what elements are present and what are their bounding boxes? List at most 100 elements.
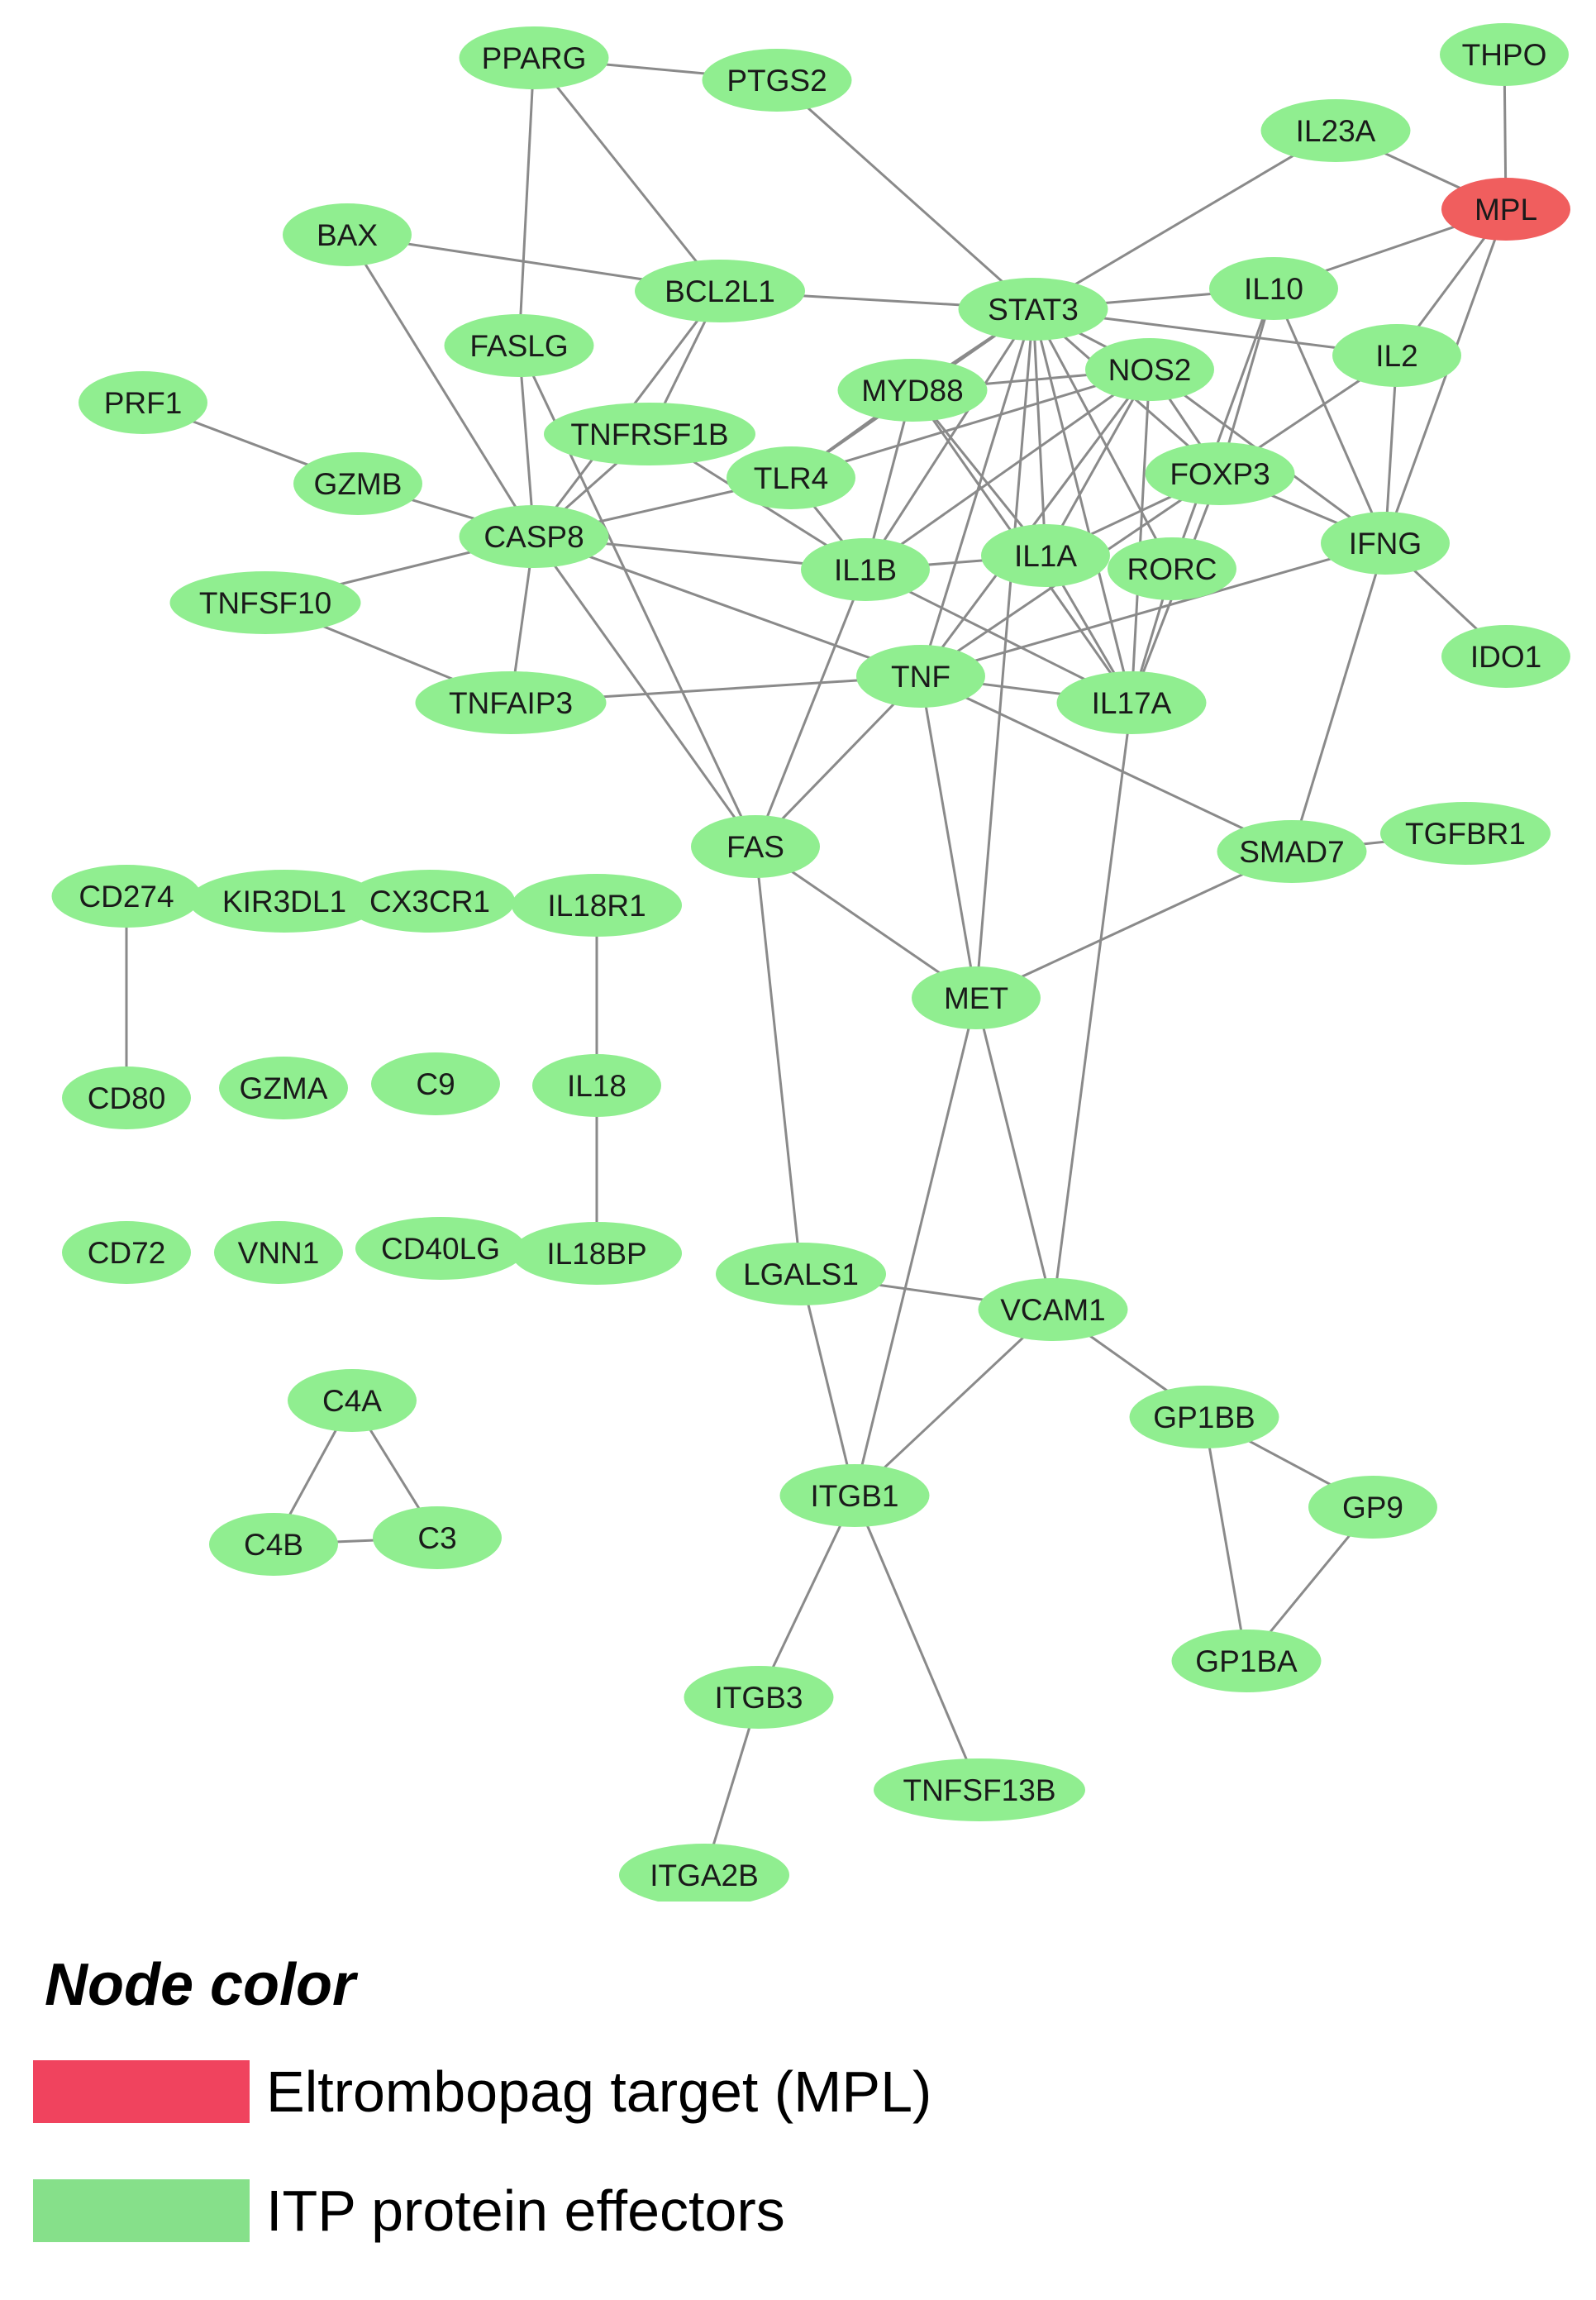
node-shape-myd88[interactable] xyxy=(837,359,988,422)
node-il18r1[interactable]: IL18R1 xyxy=(512,874,682,937)
node-shape-faslg[interactable] xyxy=(444,314,594,377)
node-shape-nos2[interactable] xyxy=(1085,338,1214,401)
node-ido1[interactable]: IDO1 xyxy=(1441,625,1570,688)
node-shape-bax[interactable] xyxy=(283,203,412,266)
node-faslg[interactable]: FASLG xyxy=(444,314,594,377)
node-shape-il18bp[interactable] xyxy=(512,1222,682,1285)
node-vnn1[interactable]: VNN1 xyxy=(214,1221,343,1284)
node-bcl2l1[interactable]: BCL2L1 xyxy=(635,260,805,322)
node-shape-ido1[interactable] xyxy=(1441,625,1570,688)
node-fas[interactable]: FAS xyxy=(691,815,820,878)
node-shape-tnfsf13b[interactable] xyxy=(874,1758,1085,1821)
node-shape-cd80[interactable] xyxy=(62,1066,191,1129)
node-c4a[interactable]: C4A xyxy=(288,1369,417,1432)
node-itga2b[interactable]: ITGA2B xyxy=(619,1844,789,1902)
node-lgals1[interactable]: LGALS1 xyxy=(716,1243,886,1305)
node-shape-cd274[interactable] xyxy=(51,865,202,928)
node-shape-lgals1[interactable] xyxy=(716,1243,886,1305)
node-il1b[interactable]: IL1B xyxy=(801,538,930,601)
node-shape-mpl[interactable] xyxy=(1441,178,1570,241)
node-cd40lg[interactable]: CD40LG xyxy=(355,1217,526,1280)
node-stat3[interactable]: STAT3 xyxy=(958,278,1108,341)
node-ifng[interactable]: IFNG xyxy=(1321,512,1450,575)
node-il10[interactable]: IL10 xyxy=(1209,257,1338,320)
node-cd80[interactable]: CD80 xyxy=(62,1066,191,1129)
node-shape-kir3dl1[interactable] xyxy=(188,870,380,933)
node-kir3dl1[interactable]: KIR3DL1 xyxy=(188,870,380,933)
node-gzmb[interactable]: GZMB xyxy=(293,452,422,515)
node-cd72[interactable]: CD72 xyxy=(62,1221,191,1284)
node-nos2[interactable]: NOS2 xyxy=(1085,338,1214,401)
node-rorc[interactable]: RORC xyxy=(1108,537,1236,600)
node-shape-gzmb[interactable] xyxy=(293,452,422,515)
node-shape-gp1ba[interactable] xyxy=(1171,1630,1322,1692)
node-tnfsf10[interactable]: TNFSF10 xyxy=(169,571,361,634)
node-gzma[interactable]: GZMA xyxy=(219,1057,348,1119)
node-shape-il18r1[interactable] xyxy=(512,874,682,937)
node-shape-tnfrsf1b[interactable] xyxy=(544,403,755,465)
node-shape-c3[interactable] xyxy=(373,1506,502,1569)
node-shape-foxp3[interactable] xyxy=(1145,442,1295,505)
node-shape-tgfbr1[interactable] xyxy=(1380,802,1551,865)
node-il1a[interactable]: IL1A xyxy=(981,524,1110,587)
node-cd274[interactable]: CD274 xyxy=(51,865,202,928)
node-il2[interactable]: IL2 xyxy=(1332,324,1461,387)
node-prf1[interactable]: PRF1 xyxy=(79,371,207,434)
node-tlr4[interactable]: TLR4 xyxy=(727,446,855,509)
node-c4b[interactable]: C4B xyxy=(209,1513,338,1576)
node-tnfsf13b[interactable]: TNFSF13B xyxy=(874,1758,1085,1821)
node-shape-gzma[interactable] xyxy=(219,1057,348,1119)
node-shape-tnfsf10[interactable] xyxy=(169,571,361,634)
node-shape-cd72[interactable] xyxy=(62,1221,191,1284)
node-met[interactable]: MET xyxy=(912,966,1041,1029)
node-shape-ptgs2[interactable] xyxy=(702,49,852,112)
node-shape-ifng[interactable] xyxy=(1321,512,1450,575)
node-shape-itgb3[interactable] xyxy=(684,1666,834,1729)
node-c9[interactable]: C9 xyxy=(371,1052,500,1115)
node-shape-vnn1[interactable] xyxy=(214,1221,343,1284)
node-myd88[interactable]: MYD88 xyxy=(837,359,988,422)
node-pparg[interactable]: PPARG xyxy=(459,26,609,89)
node-vcam1[interactable]: VCAM1 xyxy=(978,1278,1128,1341)
node-foxp3[interactable]: FOXP3 xyxy=(1145,442,1295,505)
node-shape-vcam1[interactable] xyxy=(978,1278,1128,1341)
node-shape-pparg[interactable] xyxy=(459,26,609,89)
node-bax[interactable]: BAX xyxy=(283,203,412,266)
node-shape-tlr4[interactable] xyxy=(727,446,855,509)
node-ptgs2[interactable]: PTGS2 xyxy=(702,49,852,112)
node-cx3cr1[interactable]: CX3CR1 xyxy=(345,870,515,933)
node-shape-bcl2l1[interactable] xyxy=(635,260,805,322)
node-shape-itgb1[interactable] xyxy=(779,1464,930,1527)
node-shape-c4b[interactable] xyxy=(209,1513,338,1576)
node-shape-prf1[interactable] xyxy=(79,371,207,434)
node-gp9[interactable]: GP9 xyxy=(1308,1476,1437,1539)
node-il18[interactable]: IL18 xyxy=(532,1054,661,1117)
node-shape-gp1bb[interactable] xyxy=(1129,1386,1279,1448)
node-shape-il17a[interactable] xyxy=(1056,671,1207,734)
node-tgfbr1[interactable]: TGFBR1 xyxy=(1380,802,1551,865)
node-shape-c9[interactable] xyxy=(371,1052,500,1115)
node-shape-il18[interactable] xyxy=(532,1054,661,1117)
node-shape-casp8[interactable] xyxy=(459,505,609,568)
node-gp1ba[interactable]: GP1BA xyxy=(1171,1630,1322,1692)
node-shape-il1a[interactable] xyxy=(981,524,1110,587)
node-shape-cx3cr1[interactable] xyxy=(345,870,515,933)
node-shape-thpo[interactable] xyxy=(1440,23,1569,86)
node-shape-tnfaip3[interactable] xyxy=(415,671,607,734)
node-il23a[interactable]: IL23A xyxy=(1260,99,1411,162)
node-thpo[interactable]: THPO xyxy=(1440,23,1569,86)
node-mpl[interactable]: MPL xyxy=(1441,178,1570,241)
node-shape-itga2b[interactable] xyxy=(619,1844,789,1902)
node-shape-fas[interactable] xyxy=(691,815,820,878)
node-shape-rorc[interactable] xyxy=(1108,537,1236,600)
node-tnfrsf1b[interactable]: TNFRSF1B xyxy=(544,403,755,465)
node-shape-il1b[interactable] xyxy=(801,538,930,601)
node-shape-il2[interactable] xyxy=(1332,324,1461,387)
node-shape-il23a[interactable] xyxy=(1260,99,1411,162)
node-shape-cd40lg[interactable] xyxy=(355,1217,526,1280)
node-smad7[interactable]: SMAD7 xyxy=(1217,820,1367,883)
node-il18bp[interactable]: IL18BP xyxy=(512,1222,682,1285)
node-gp1bb[interactable]: GP1BB xyxy=(1129,1386,1279,1448)
node-tnfaip3[interactable]: TNFAIP3 xyxy=(415,671,607,734)
node-shape-smad7[interactable] xyxy=(1217,820,1367,883)
